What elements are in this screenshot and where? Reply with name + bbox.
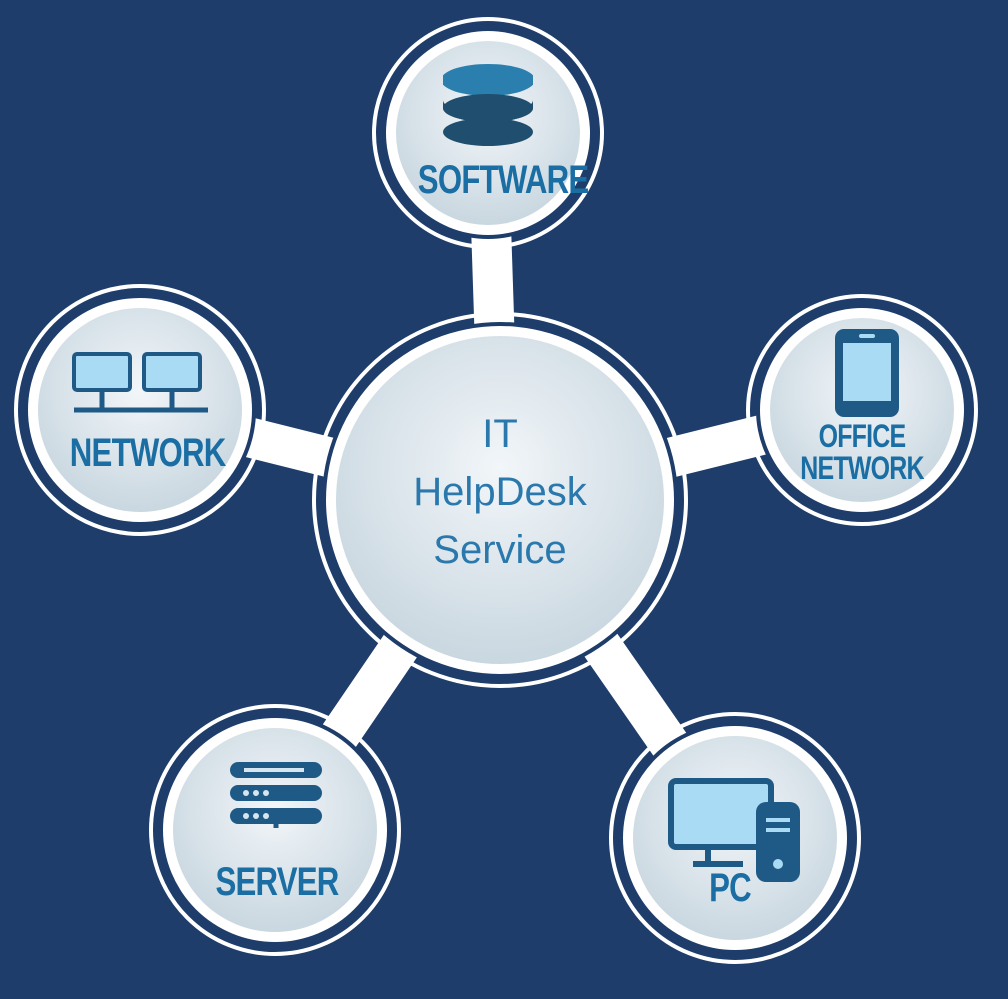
office-line-1: OFFICE (818, 418, 907, 454)
network-computers-icon (72, 352, 208, 413)
center-hub-circle (312, 312, 688, 688)
node-label-network: NETWORK (69, 431, 226, 475)
center-line-3: Service (433, 528, 567, 572)
center-hub: IT HelpDesk Service (350, 405, 650, 579)
office-line-2: NETWORK (800, 450, 924, 486)
node-label-office-network: OFFICE NETWORK (792, 420, 932, 484)
center-line-1: IT (482, 412, 518, 456)
center-line-2: HelpDesk (413, 470, 587, 514)
mobile-device-icon (835, 329, 899, 417)
node-label-pc: PC (709, 866, 752, 910)
desktop-pc-icon (668, 778, 800, 882)
node-label-server: SERVER (215, 860, 339, 904)
node-label-software: SOFTWARE (417, 158, 589, 202)
database-icon (443, 64, 533, 146)
server-rack-icon (230, 762, 322, 828)
node-server (149, 704, 401, 956)
